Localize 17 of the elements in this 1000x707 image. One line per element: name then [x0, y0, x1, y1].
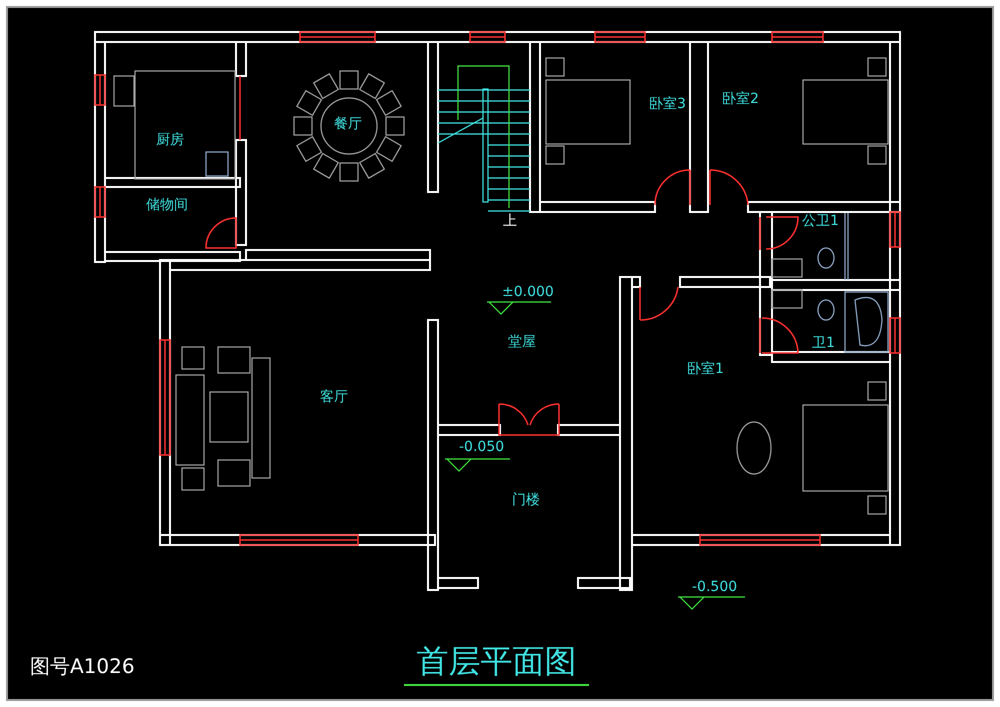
- title: 首层平面图: [416, 645, 578, 677]
- room-label: 客厅: [320, 390, 348, 404]
- elevation-label: -0.500: [692, 580, 738, 594]
- room-label: 公卫1: [802, 214, 839, 228]
- room-label: 餐厅: [334, 117, 362, 131]
- room-label: 卧室2: [722, 92, 759, 106]
- room-label: 卧室1: [687, 362, 724, 376]
- drawing-number: 图号A1026: [30, 656, 135, 676]
- room-label: 门楼: [512, 493, 540, 507]
- room-label: 堂屋: [508, 335, 536, 349]
- elevation-label: ±0.000: [502, 285, 554, 299]
- room-label: 储物间: [146, 198, 188, 212]
- room-label: 厨房: [156, 133, 184, 147]
- room-label: 卧室3: [649, 97, 686, 111]
- stair-label: 上: [503, 214, 517, 228]
- elevation-label: -0.050: [459, 440, 504, 454]
- room-label: 卫1: [812, 336, 835, 350]
